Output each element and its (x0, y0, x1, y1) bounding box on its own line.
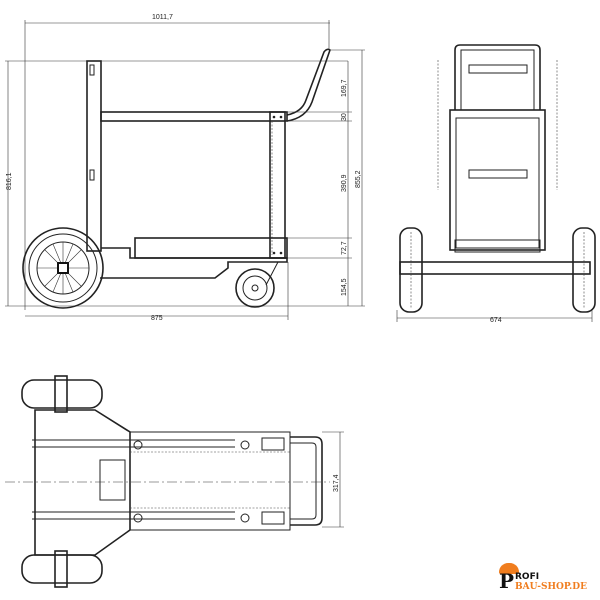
top-wheel-upper (21, 379, 103, 409)
dim-total-height: 855,2 (355, 170, 362, 188)
logo-line2: BAU-SHOP.DE (515, 582, 587, 592)
logo-initial: P (499, 569, 515, 593)
dim-tray-height: 72,7 (341, 241, 348, 255)
front-body (449, 109, 546, 251)
handle (286, 48, 331, 122)
top-wheel-lower (21, 554, 103, 584)
dim-handle-height: 169,7 (341, 79, 348, 97)
lower-tray (134, 237, 288, 259)
front-view: 674 (396, 44, 596, 324)
front-caster (235, 268, 275, 308)
logo-line1: ROFI (515, 572, 540, 582)
top-frame (34, 409, 131, 556)
hub-upper (54, 375, 68, 413)
wheel-hub (57, 262, 69, 274)
top-shelf (100, 111, 288, 122)
bracket-top (468, 64, 528, 74)
front-axle (399, 261, 591, 275)
dim-shelf-thickness: 30 (341, 113, 348, 121)
top-view: 317,4 (5, 375, 344, 588)
dim-base-length: 875 (151, 315, 163, 322)
dim-handle-width: 317,4 (333, 474, 340, 492)
dim-ground-clearance: 154,5 (341, 278, 348, 296)
dim-width: 674 (490, 317, 502, 324)
chassis (100, 247, 288, 279)
bracket-mid (468, 169, 528, 179)
dim-overall-height: 816,1 (6, 172, 13, 190)
dim-overall-length: 1011,7 (152, 14, 173, 21)
hub-lower (54, 550, 68, 588)
rear-wheel (22, 227, 104, 309)
front-wheel-left (399, 227, 423, 313)
brand-logo: P ROFI BAU-SHOP.DE (493, 563, 598, 593)
top-handle (290, 436, 323, 526)
hard-hat-icon (499, 563, 519, 574)
dim-shelf-gap: 390,9 (341, 174, 348, 192)
side-view: 1011,7 816,1 169,7 (5, 14, 365, 322)
upright-post (86, 60, 102, 252)
top-shelf-outline (129, 431, 291, 531)
front-handle (454, 44, 541, 110)
front-wheel-right (572, 227, 596, 313)
